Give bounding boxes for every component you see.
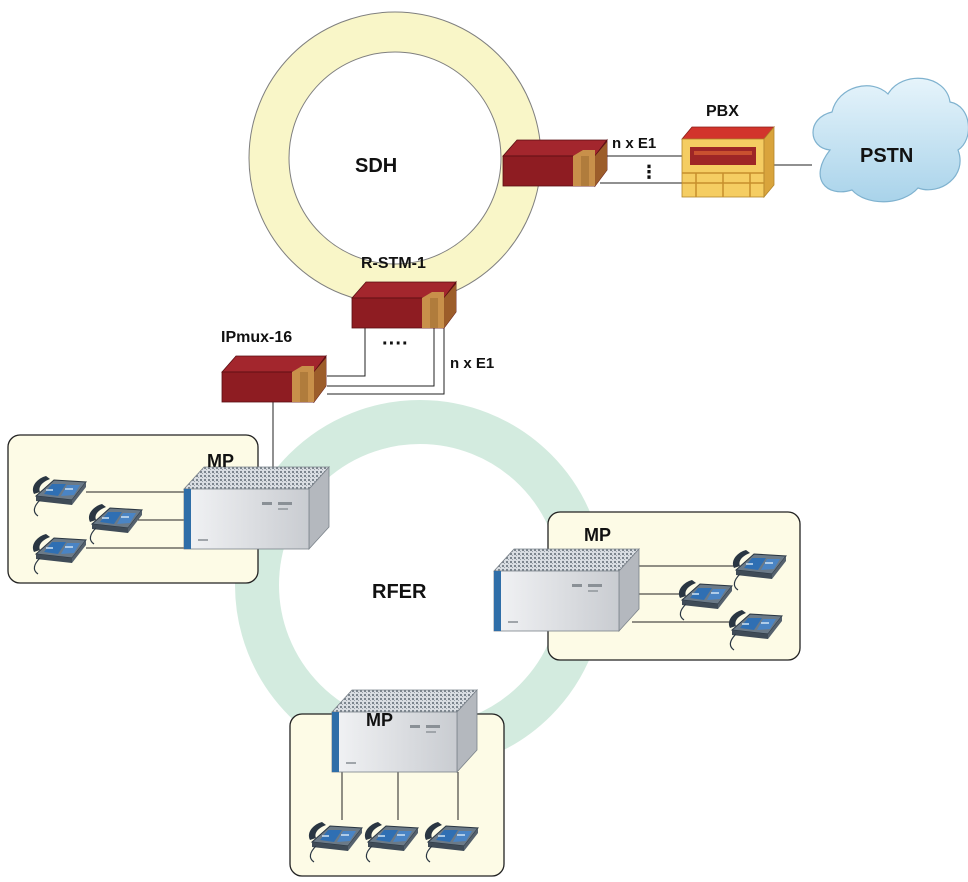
pstn-cloud <box>812 77 968 203</box>
rstm-ipmux-link-dots: ···· <box>382 333 409 355</box>
pbx-label: PBX <box>706 103 739 120</box>
mp-label-right: MP <box>584 525 611 545</box>
sdh-pbx-link-label: n x E1 <box>612 135 656 152</box>
pstn-label: PSTN <box>860 145 913 167</box>
r-stm1-label: R-STM-1 <box>361 255 426 272</box>
rstm-ipmux-link-label: n x E1 <box>450 355 494 372</box>
rfer-ring-label: RFER <box>372 581 427 603</box>
pbx-device <box>681 125 775 199</box>
sdh-ring-label: SDH <box>355 155 397 177</box>
ipmux16-device <box>221 355 327 403</box>
mp-unit-bottom <box>331 689 478 773</box>
mp-label-bottom: MP <box>366 710 393 730</box>
sdh-pbx-link-dots: ⋮ <box>640 162 658 182</box>
r-stm1-device <box>351 281 457 329</box>
ipmux16-label: IPmux-16 <box>221 329 292 346</box>
mp-label-left: MP <box>207 451 234 471</box>
mp-unit-left <box>183 466 330 550</box>
mp-unit-right <box>493 548 640 632</box>
sdh-node-device <box>502 139 608 187</box>
